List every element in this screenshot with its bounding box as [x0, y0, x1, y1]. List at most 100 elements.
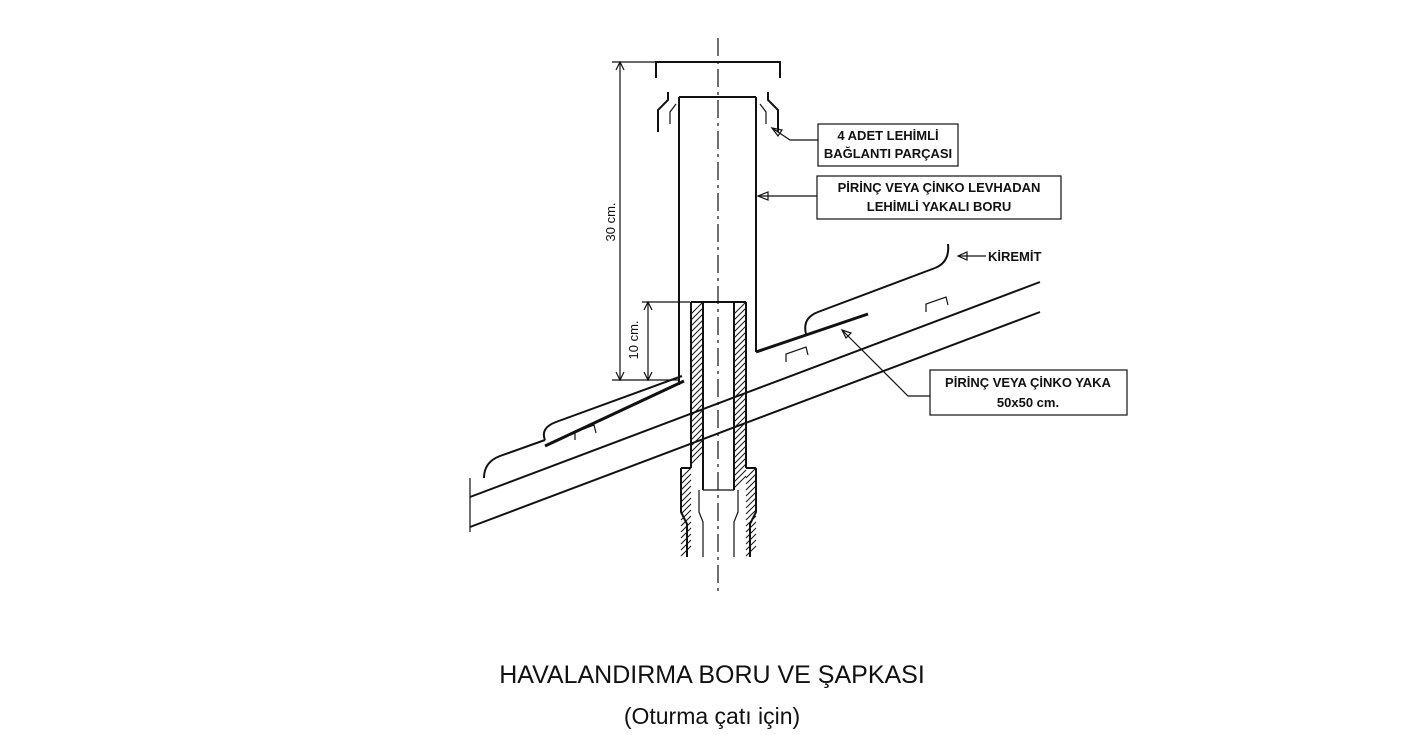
- wall-hatch-line: [680, 521, 692, 533]
- callout-collar-line2: 50x50 cm.: [997, 395, 1059, 410]
- wall-hatch-line: [733, 355, 747, 369]
- callout-connectors-line1: 4 ADET LEHİMLİ: [837, 128, 938, 143]
- wall-hatch-line: [733, 367, 747, 381]
- wall-hatch-line: [690, 445, 704, 459]
- wall-hatch-line: [733, 463, 747, 477]
- collar-flashing: [544, 312, 869, 448]
- wall-hatch-line: [745, 491, 757, 503]
- wall-hatch-line: [745, 539, 757, 551]
- wall-hatch-line: [733, 343, 747, 357]
- wall-hatch-line: [690, 349, 704, 363]
- dimension-lower-label: 10 cm.: [626, 320, 641, 359]
- wall-hatch-line: [690, 367, 704, 381]
- roof-tiles: [483, 243, 950, 479]
- wall-hatch-line: [733, 307, 747, 321]
- wall-hatch-line: [680, 473, 692, 485]
- wall-hatch-line: [733, 445, 747, 459]
- wall-hatch-line: [733, 433, 747, 447]
- wall-hatch-line: [745, 467, 757, 479]
- wall-hatch-line: [733, 397, 747, 411]
- wall-hatch-line: [733, 349, 747, 363]
- wall-hatch-line: [690, 403, 704, 417]
- wall-hatch-line: [690, 397, 704, 411]
- wall-hatch-line: [733, 421, 747, 435]
- wall-hatch-line: [733, 409, 747, 423]
- wall-hatch-line: [690, 433, 704, 447]
- wall-hatch-line: [733, 457, 747, 471]
- wall-hatch-line: [733, 415, 747, 429]
- wall-hatch-line: [690, 373, 704, 387]
- wall-hatch-line: [690, 343, 704, 357]
- wall-hatch-line: [690, 415, 704, 429]
- wall-hatch-line: [733, 325, 747, 339]
- wall-hatch-line: [680, 479, 692, 491]
- wall-hatch-line: [733, 427, 747, 441]
- callout-connectors: 4 ADET LEHİMLİ BAĞLANTI PARÇASI: [770, 123, 959, 167]
- dimension-total-label: 30 cm.: [603, 202, 618, 241]
- wall-hatch-line: [733, 313, 747, 327]
- wall-hatch-line: [745, 545, 757, 557]
- wall-hatch-line: [733, 451, 747, 465]
- wall-hatch-line: [733, 439, 747, 453]
- wall-hatch-line: [680, 533, 692, 545]
- wall-hatch-line: [690, 427, 704, 441]
- wall-hatch-line: [680, 515, 692, 527]
- wall-hatch-line: [690, 385, 704, 399]
- wall-hatch-line: [745, 521, 757, 533]
- callout-pipe-line1: PİRİNÇ VEYA ÇİNKO LEVHADAN: [838, 180, 1041, 195]
- callout-pipe: PİRİNÇ VEYA ÇİNKO LEVHADAN LEHİMLİ YAKAL…: [756, 175, 1062, 220]
- wall-hatch-line: [690, 451, 704, 465]
- wall-hatch-line: [745, 503, 757, 515]
- callout-collar-line1: PİRİNÇ VEYA ÇİNKO YAKA: [945, 375, 1112, 390]
- wall-hatch-line: [745, 479, 757, 491]
- wall-hatch-line: [733, 391, 747, 405]
- wall-hatch-line: [690, 391, 704, 405]
- wall-hatch-line: [745, 473, 757, 485]
- wall-hatch-line: [680, 539, 692, 551]
- wall-hatch-line: [733, 379, 747, 393]
- drawing-title: HAVALANDIRMA BORU VE ŞAPKASI: [499, 661, 925, 689]
- wall-hatch-line: [690, 337, 704, 351]
- outer-pipe: [678, 96, 757, 385]
- callout-collar: PİRİNÇ VEYA ÇİNKO YAKA 50x50 cm.: [840, 328, 1128, 416]
- wall-hatch-line: [733, 373, 747, 387]
- wall-hatch-line: [733, 403, 747, 417]
- wall-hatch-line: [690, 319, 704, 333]
- wall-hatch-line: [680, 497, 692, 509]
- wall-hatch-line: [690, 325, 704, 339]
- wall-hatch-line: [733, 301, 747, 315]
- wall-hatch-line: [680, 467, 692, 479]
- wall-hatch-line: [733, 475, 747, 489]
- wall-hatch-line: [690, 361, 704, 375]
- wall-hatch-line: [733, 331, 747, 345]
- callout-connectors-line2: BAĞLANTI PARÇASI: [824, 146, 952, 161]
- wall-hatch-line: [733, 319, 747, 333]
- wall-hatch-line: [690, 313, 704, 327]
- callout-pipe-line2: LEHİMLİ YAKALI BORU: [867, 199, 1011, 214]
- wall-hatch-line: [745, 509, 757, 521]
- dimension-total: 30 cm.: [603, 60, 680, 382]
- wall-hatch-line: [680, 485, 692, 497]
- wall-hatch-line: [680, 545, 692, 557]
- callout-tile: KİREMİT: [956, 249, 1042, 264]
- wall-hatch-line: [690, 301, 704, 315]
- drawing-subtitle: (Oturma çatı için): [624, 703, 800, 729]
- wall-hatch-line: [690, 331, 704, 345]
- wall-hatch-line: [690, 409, 704, 423]
- wall-hatch-line: [680, 509, 692, 521]
- wall-hatch-line: [690, 379, 704, 393]
- wall-hatch-line: [745, 527, 757, 539]
- wall-hatch-line: [690, 355, 704, 369]
- wall-hatch-line: [733, 385, 747, 399]
- wall-hatch-line: [745, 485, 757, 497]
- wall-hatch-line: [745, 533, 757, 545]
- dimension-lower: 10 cm.: [626, 300, 690, 382]
- roof-deck: [469, 281, 1041, 532]
- wall-hatch-line: [690, 421, 704, 435]
- wall-hatch-line: [745, 515, 757, 527]
- wall-hatch-line: [733, 337, 747, 351]
- callout-tile-label: KİREMİT: [988, 249, 1042, 264]
- wall-hatch-line: [680, 527, 692, 539]
- wall-hatch-line: [733, 469, 747, 483]
